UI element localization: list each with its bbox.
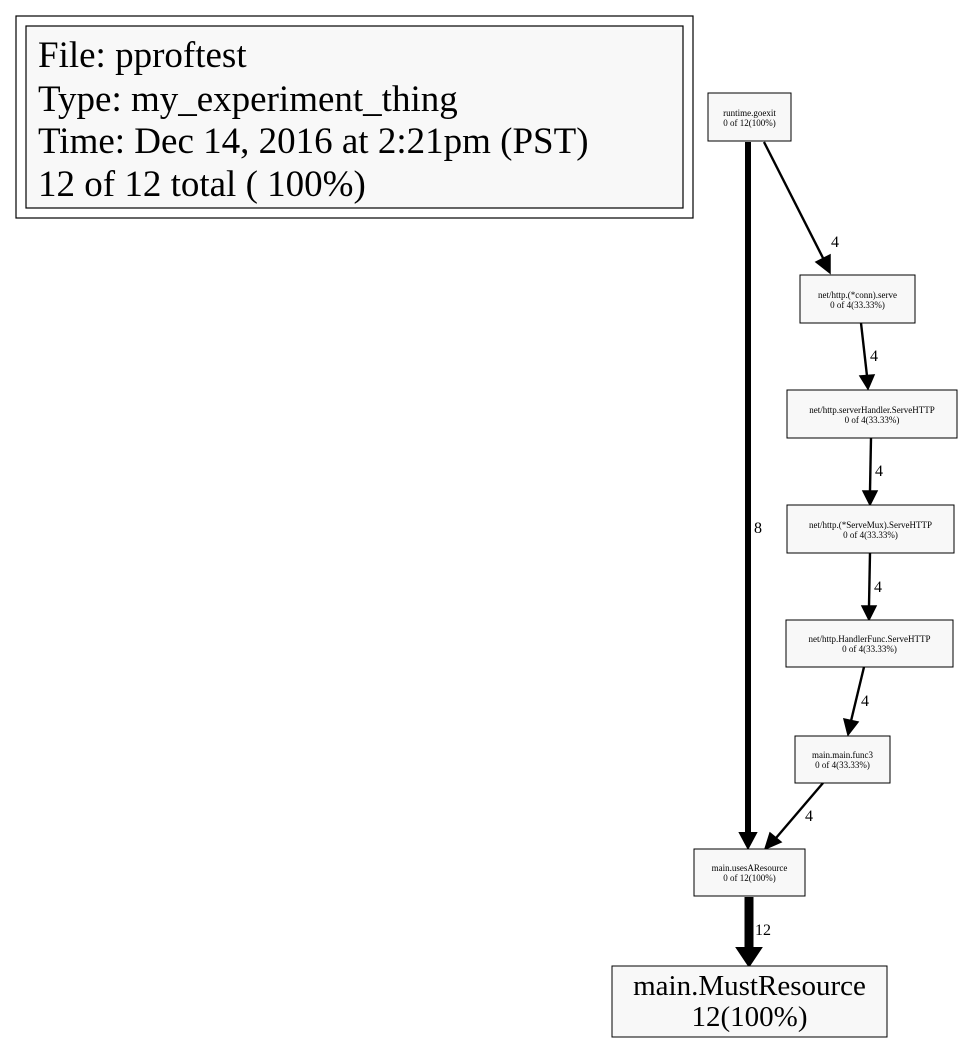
node-runtime-goexit[interactable]: runtime.goexit 0 of 12(100%) — [707, 92, 792, 142]
node-value: 0 of 12(100%) — [723, 118, 776, 128]
node-name: main.MustResource — [633, 970, 866, 1002]
legend-time: Time: Dec 14, 2016 at 2:21pm (PST) — [38, 121, 589, 162]
edge-usesaresource-mustresource[interactable]: 12 — [735, 897, 771, 968]
node-name: net/http.HandlerFunc.ServeHTTP — [809, 634, 931, 644]
node-value: 0 of 12(100%) — [723, 873, 776, 883]
node-value: 0 of 4(33.33%) — [842, 644, 897, 654]
node-main-usesaresource[interactable]: main.usesAResource 0 of 12(100%) — [693, 848, 806, 897]
node-serverhandler-servehttp[interactable]: net/http.serverHandler.ServeHTTP 0 of 4(… — [786, 389, 958, 439]
node-servemux-servehttp[interactable]: net/http.(*ServeMux).ServeHTTP 0 of 4(33… — [786, 504, 955, 554]
node-main-mustresource[interactable]: main.MustResource 12(100%) — [611, 965, 888, 1038]
edge-func3-usesaresource[interactable]: 4 — [763, 782, 824, 851]
node-name: main.main.func3 — [812, 750, 873, 760]
edge-label: 4 — [874, 579, 882, 596]
legend: File: pproftest Type: my_experiment_thin… — [15, 15, 694, 219]
node-name: net/http.(*conn).serve — [818, 290, 897, 300]
legend-total: 12 of 12 total ( 100%) — [38, 164, 366, 205]
node-name: runtime.goexit — [723, 108, 776, 118]
edge-label: 12 — [755, 922, 771, 939]
edge-handlerfunc-func3[interactable]: 4 — [842, 666, 869, 737]
edge-conn-serverhandler[interactable]: 4 — [858, 322, 878, 391]
node-name: net/http.serverHandler.ServeHTTP — [809, 405, 934, 415]
node-value: 0 of 4(33.33%) — [830, 300, 885, 310]
node-value: 0 of 4(33.33%) — [845, 415, 900, 425]
edge-goexit-usesaresource[interactable]: 8 — [738, 142, 762, 851]
edge-servemux-handlerfunc[interactable]: 4 — [860, 552, 882, 622]
nodes: runtime.goexit 0 of 12(100%) net/http.(*… — [611, 92, 958, 1038]
edge-label: 8 — [754, 520, 762, 537]
edges: 8 4 4 4 4 4 — [735, 141, 883, 968]
edge-label: 4 — [875, 463, 883, 480]
edge-label: 4 — [861, 693, 869, 710]
node-value: 12(100%) — [692, 1001, 808, 1033]
edge-label: 4 — [805, 808, 813, 825]
edge-goexit-conn-serve[interactable]: 4 — [762, 141, 839, 275]
node-value: 0 of 4(33.33%) — [843, 530, 898, 540]
edge-serverhandler-servemux[interactable]: 4 — [861, 437, 883, 507]
legend-file: File: pproftest — [38, 35, 247, 76]
edge-label: 4 — [870, 348, 878, 365]
node-conn-serve[interactable]: net/http.(*conn).serve 0 of 4(33.33%) — [799, 274, 916, 324]
node-handlerfunc-servehttp[interactable]: net/http.HandlerFunc.ServeHTTP 0 of 4(33… — [785, 619, 954, 668]
edge-label: 4 — [831, 234, 839, 251]
legend-type: Type: my_experiment_thing — [38, 79, 458, 120]
node-value: 0 of 4(33.33%) — [815, 760, 870, 770]
node-name: main.usesAResource — [712, 863, 788, 873]
node-name: net/http.(*ServeMux).ServeHTTP — [809, 520, 932, 530]
node-main-main-func3[interactable]: main.main.func3 0 of 4(33.33%) — [794, 735, 891, 784]
